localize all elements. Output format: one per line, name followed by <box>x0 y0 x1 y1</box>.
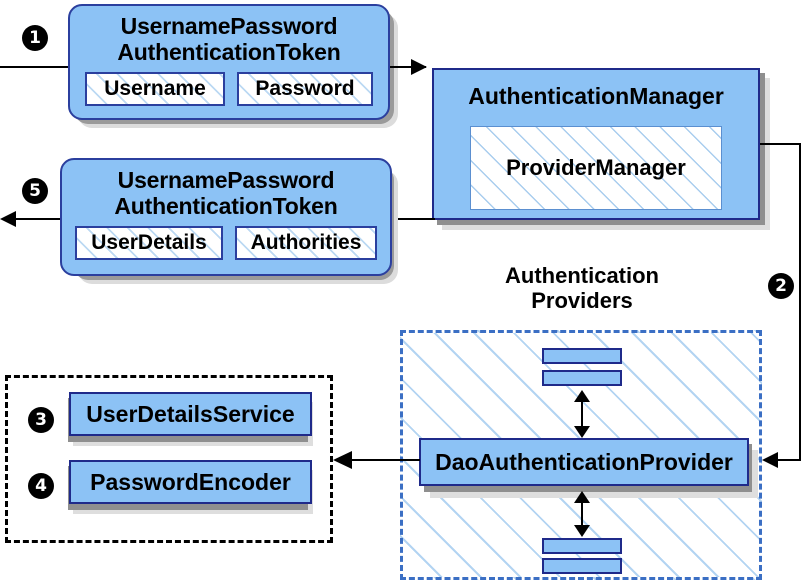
provider-to-services-line <box>352 459 420 461</box>
manager-to-response-line <box>390 218 435 220</box>
response-token-slot-row: UserDetails Authorities <box>62 225 390 260</box>
response-token-title-line2: AuthenticationToken <box>114 192 338 219</box>
request-token-slot-row: Username Password <box>70 71 388 106</box>
userdetailsservice-box: UserDetailsService <box>69 392 312 436</box>
step-2-badge: 2 <box>768 273 794 299</box>
dao-authentication-provider-box: DaoAuthenticationProvider <box>419 438 749 486</box>
manager-route-top-segment <box>760 143 801 145</box>
authentication-providers-label-line2: Providers <box>531 287 633 313</box>
passwordencoder-box: PasswordEncoder <box>69 460 312 504</box>
userdetailsservice-label: UserDetailsService <box>86 400 295 427</box>
step-5-badge: 5 <box>22 178 48 204</box>
authentication-manager-box: AuthenticationManager ProviderManager <box>432 68 760 220</box>
response-token-title-line1: UsernamePassword <box>117 167 335 193</box>
outbound-response-arrowhead <box>0 211 16 227</box>
provider-to-services-arrowhead <box>333 451 352 469</box>
token-to-manager-arrowhead <box>411 59 427 75</box>
provider-up-arrowhead-bottom <box>574 491 590 503</box>
provider-placeholder-bar-3 <box>542 538 622 554</box>
dao-authentication-provider-label: DaoAuthenticationProvider <box>435 448 733 475</box>
request-token-card: UsernamePassword AuthenticationToken Use… <box>68 4 390 120</box>
token-to-manager-line <box>390 66 426 68</box>
authentication-providers-label-line1: Authentication <box>505 263 659 288</box>
manager-route-vertical-segment <box>799 143 801 460</box>
provider-placeholder-bar-1 <box>542 348 622 364</box>
provider-up-arrowhead-top <box>574 390 590 402</box>
provider-down-arrowhead-top <box>574 426 590 438</box>
slot-username: Username <box>85 71 225 106</box>
slot-userdetails: UserDetails <box>75 225 223 260</box>
provider-manager-panel: ProviderManager <box>470 126 722 210</box>
request-token-title-line2: AuthenticationToken <box>117 38 341 65</box>
request-token-title: UsernamePassword AuthenticationToken <box>70 6 388 66</box>
request-token-title-line1: UsernamePassword <box>120 13 338 39</box>
inbound-request-line <box>0 66 72 68</box>
manager-route-bottom-segment <box>778 459 801 461</box>
step-4-badge: 4 <box>28 473 54 499</box>
response-token-card: UsernamePassword AuthenticationToken Use… <box>60 158 392 276</box>
passwordencoder-label: PasswordEncoder <box>90 468 291 495</box>
provider-manager-label: ProviderManager <box>506 155 686 181</box>
provider-placeholder-bar-4 <box>542 558 622 574</box>
outbound-response-line <box>14 218 74 220</box>
manager-to-provider-arrowhead <box>762 452 778 468</box>
provider-up-down-line-bottom <box>581 497 583 531</box>
step-1-badge: 1 <box>22 25 48 51</box>
provider-placeholder-bar-2 <box>542 370 622 386</box>
provider-up-down-line-top <box>581 396 583 432</box>
authentication-providers-label: Authentication Providers <box>462 263 702 313</box>
slot-authorities: Authorities <box>235 225 377 260</box>
slot-password: Password <box>237 71 373 106</box>
authentication-manager-title: AuthenticationManager <box>468 83 724 109</box>
provider-down-arrowhead-bottom <box>574 525 590 537</box>
response-token-title: UsernamePassword AuthenticationToken <box>62 160 390 220</box>
step-3-badge: 3 <box>28 407 54 433</box>
